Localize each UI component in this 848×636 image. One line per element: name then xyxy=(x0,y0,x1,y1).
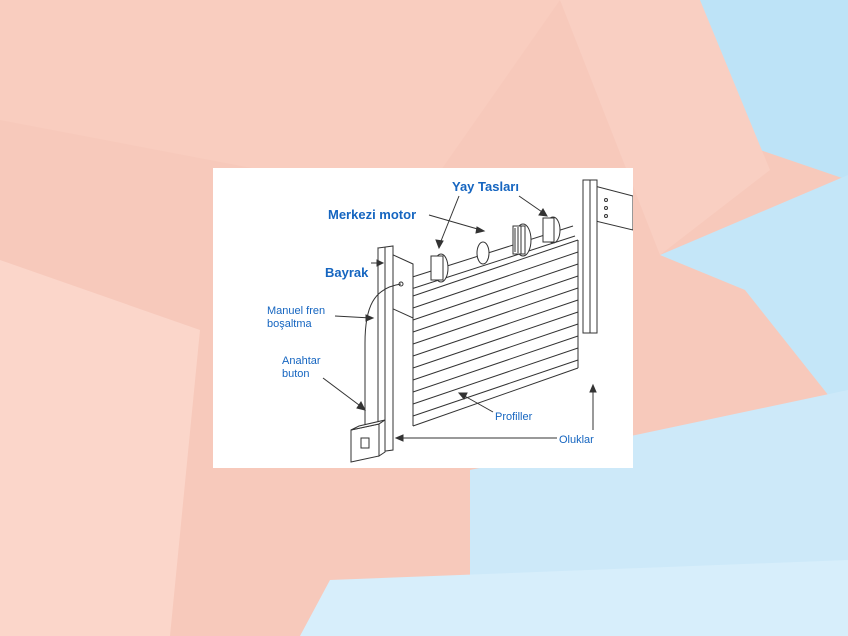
label-manual-brake-line2: boşaltma xyxy=(267,318,312,330)
right-guide-rail xyxy=(582,179,633,334)
manual-brake-cable xyxy=(364,283,402,402)
label-flag: Bayrak xyxy=(325,265,369,280)
label-spring-stones: Yay Tasları xyxy=(452,179,519,194)
label-switch-line2: buton xyxy=(282,368,310,380)
label-manual-brake-line1: Manuel fren xyxy=(267,305,326,317)
label-central-motor: Merkezi motor xyxy=(328,207,417,222)
label-profiles: Profiller xyxy=(495,411,533,423)
label-grooves: Oluklar xyxy=(559,434,594,446)
label-switch-line1: Anahtar xyxy=(282,355,321,367)
axle xyxy=(402,216,576,291)
left-guide-rail xyxy=(377,245,394,453)
diagram-panel: Yay Tasları Merkezi motor Bayrak Manuel … xyxy=(213,168,633,468)
switch-box xyxy=(350,419,386,463)
rolling-shutter-diagram xyxy=(322,179,633,463)
